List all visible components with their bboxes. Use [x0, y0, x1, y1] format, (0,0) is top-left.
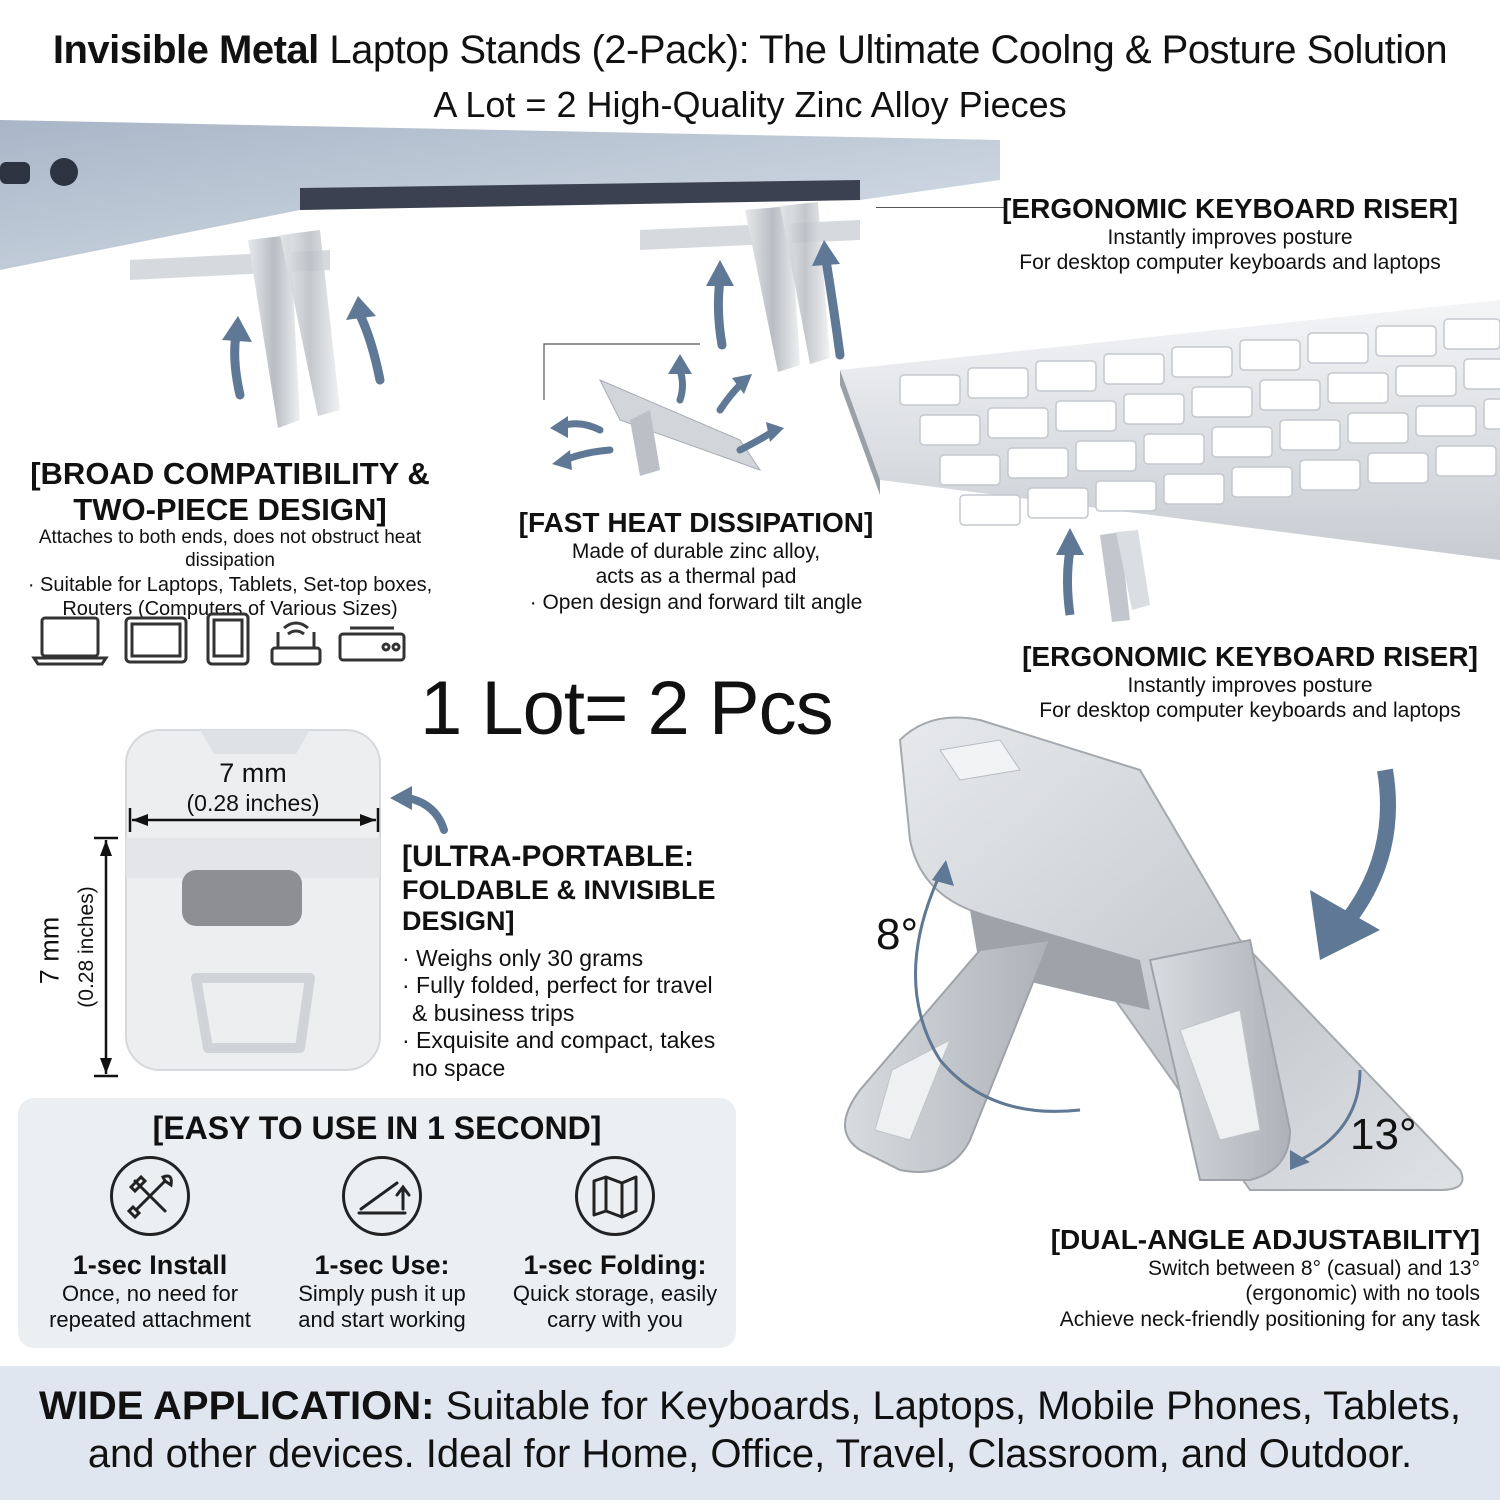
tablet-portrait-icon — [206, 612, 250, 666]
easy-item-use-line2: and start working — [298, 1307, 466, 1333]
ergonomic-top-block: [ERGONOMIC KEYBOARD RISER] Instantly imp… — [1000, 193, 1460, 276]
ergonomic-mid-heading: [ERGONOMIC KEYBOARD RISER] — [1022, 641, 1478, 672]
dual-block: [DUAL-ANGLE ADJUSTABILITY] Switch betwee… — [1010, 1224, 1480, 1332]
dual-line2: (ergonomic) with no tools — [1245, 1282, 1480, 1306]
heat-line2: acts as a thermal pad — [595, 565, 797, 589]
portable-bullet-3: · Exquisite and compact, takes — [402, 1027, 716, 1054]
wide-application-text: WIDE APPLICATION: Suitable for Keyboards… — [0, 1382, 1500, 1478]
easy-item-install-line2: repeated attachment — [49, 1307, 251, 1333]
dual-line3: Achieve neck-friendly positioning for an… — [1059, 1307, 1480, 1331]
ergonomic-top-heading: [ERGONOMIC KEYBOARD RISER] — [1002, 193, 1458, 224]
dual-heading: [DUAL-ANGLE ADJUSTABILITY] — [1050, 1224, 1480, 1255]
ergonomic-top-line2: For desktop computer keyboards and lapto… — [1019, 251, 1441, 275]
folded-stand-illustration — [94, 729, 381, 1078]
angle-large-label: 13° — [1350, 1110, 1417, 1159]
open-stand-illustration — [844, 716, 1464, 1191]
router-icon — [270, 621, 322, 666]
heat-block: [FAST HEAT DISSIPATION] Made of durable … — [486, 507, 906, 615]
height-mm-label: 7 mm — [34, 916, 65, 985]
portable-bullet-2b: & business trips — [412, 999, 575, 1026]
push-up-icon — [342, 1156, 422, 1236]
stand-heat-illustration — [543, 343, 784, 476]
easy-item-install-title: 1-sec Install — [72, 1250, 228, 1280]
ergonomic-mid-line2: For desktop computer keyboards and lapto… — [1039, 699, 1461, 723]
easy-item-folding-title: 1-sec Folding: — [523, 1250, 707, 1280]
portable-heading-2: FOLDABLE & INVISIBLE DESIGN] — [402, 874, 716, 936]
dual-line1: Switch between 8° (casual) and 13° — [1148, 1257, 1480, 1281]
wide-application-label: WIDE APPLICATION: — [38, 1384, 435, 1428]
height-in-label: (0.28 inches) — [75, 886, 98, 1008]
easy-item-install: 1-sec Install Once, no need for repeated… — [30, 1156, 270, 1334]
ergonomic-mid-block: [ERGONOMIC KEYBOARD RISER] Instantly imp… — [1010, 641, 1490, 724]
portable-bullet-2: · Fully folded, perfect for travel — [402, 972, 713, 999]
wide-panel — [0, 1366, 1500, 1500]
broad-line1: Attaches to both ends, does not obstruct… — [38, 527, 422, 572]
easy-item-use-line1: Simply push it up — [298, 1281, 466, 1307]
portable-block: [ULTRA-PORTABLE: FOLDABLE & INVISIBLE DE… — [402, 840, 802, 1083]
width-in-label: (0.28 inches) — [186, 790, 320, 816]
set-top-box-icon — [338, 626, 406, 662]
portable-bullet-3b: no space — [412, 1054, 506, 1081]
page-title: Invisible Metal Laptop Stands (2-Pack): … — [52, 28, 1448, 72]
easy-item-folding: 1-sec Folding: Quick storage, easily car… — [490, 1156, 740, 1334]
broad-block: [BROAD COMPATIBILITY & TWO-PIECE DESIGN]… — [0, 456, 460, 621]
device-icons-row — [31, 612, 406, 666]
ergonomic-mid-line1: Instantly improves posture — [1127, 674, 1373, 698]
broad-line2: · Suitable for Laptops, Tablets, Set-top… — [27, 573, 433, 596]
callout-line — [876, 207, 1004, 208]
fold-map-icon — [575, 1156, 655, 1236]
tools-icon — [110, 1156, 190, 1236]
easy-heading: [EASY TO USE IN 1 SECOND] — [152, 1110, 602, 1146]
easy-item-use-title: 1-sec Use: — [314, 1250, 450, 1280]
easy-item-install-line1: Once, no need for — [61, 1281, 239, 1307]
laptop-with-stands-illustration — [0, 120, 1000, 428]
heat-line3: · Open design and forward tilt angle — [529, 590, 863, 614]
heat-heading: [FAST HEAT DISSIPATION] — [518, 507, 874, 538]
broad-heading-1: [BROAD COMPATIBILITY & — [30, 456, 430, 491]
heat-line1: Made of durable zinc alloy, — [571, 540, 821, 564]
fold-arrow-icon — [390, 786, 448, 834]
keyboard-with-stands-illustration — [840, 300, 1500, 622]
easy-item-folding-line1: Quick storage, easily — [512, 1281, 718, 1307]
portable-bullet-1: · Weighs only 30 grams — [402, 944, 644, 971]
wide-application-line2: and other devices. Ideal for Home, Offic… — [87, 1432, 1413, 1476]
width-mm-label: 7 mm — [219, 758, 287, 788]
easy-item-use: 1-sec Use: Simply push it up and start w… — [262, 1156, 502, 1334]
angle-small-label: 8° — [876, 910, 919, 959]
page-subtitle: A Lot = 2 High-Quality Zinc Alloy Pieces — [433, 84, 1067, 125]
lot-count: 1 Lot= 2 Pcs — [420, 666, 834, 751]
ergonomic-top-line1: Instantly improves posture — [1107, 226, 1353, 250]
broad-heading-2: TWO-PIECE DESIGN] — [73, 491, 387, 527]
broad-line3: Routers (Computers of Various Sizes) — [62, 597, 398, 620]
easy-item-folding-line2: carry with you — [547, 1307, 683, 1333]
tablet-landscape-icon — [124, 616, 188, 664]
laptop-icon — [31, 616, 109, 666]
portable-heading-1: [ULTRA-PORTABLE: — [402, 840, 695, 873]
